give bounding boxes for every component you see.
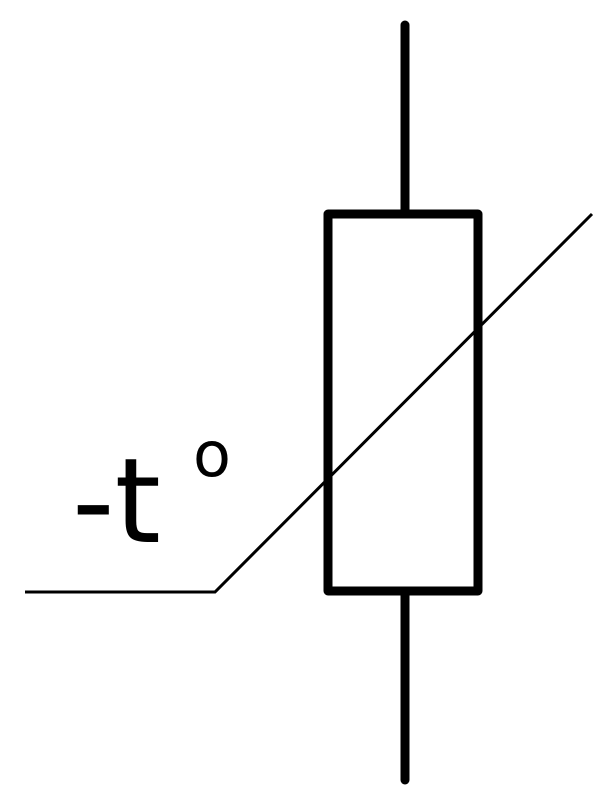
nonlinear-characteristic-line bbox=[25, 212, 594, 594]
degree-symbol-label: o bbox=[193, 418, 231, 491]
temperature-coefficient-label: -t bbox=[72, 432, 161, 570]
